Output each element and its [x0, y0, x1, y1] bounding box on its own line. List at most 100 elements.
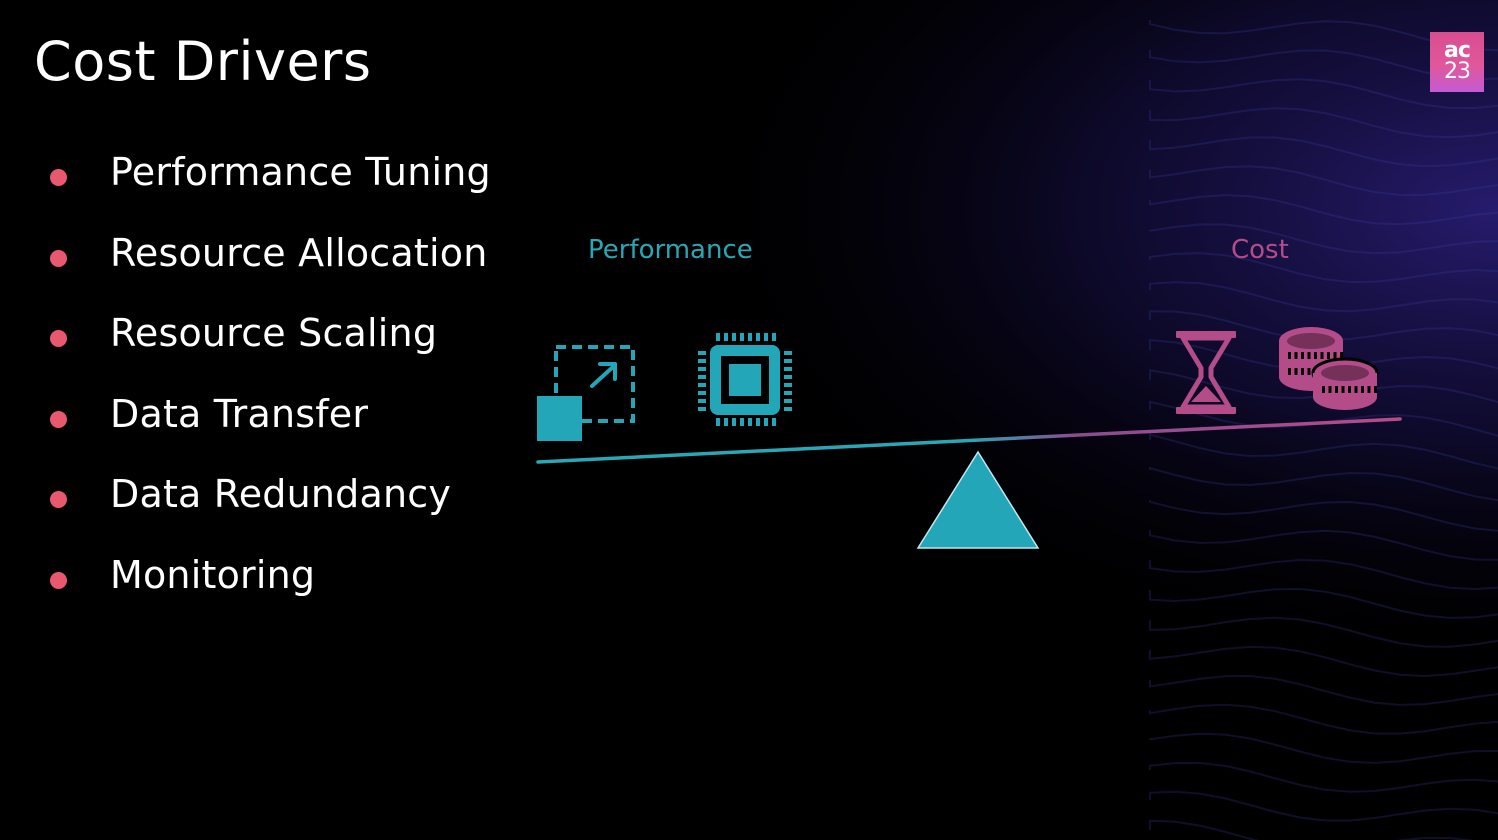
cpu-pin: [698, 351, 706, 355]
ac23-logo: ac 23: [1430, 32, 1484, 92]
coin-edge-tick: [1374, 386, 1377, 393]
cpu-pin: [698, 375, 706, 379]
background-wave-line: [1149, 529, 1498, 561]
slide-title: Cost Drivers: [34, 30, 372, 93]
cpu-pin: [732, 333, 736, 341]
coin-edge-tick: [1301, 368, 1304, 375]
cpu-pin: [698, 391, 706, 395]
coin-edge-tick: [1307, 368, 1311, 375]
cpu-pin: [698, 367, 706, 371]
background-wave-line: [1149, 107, 1498, 139]
cpu-pin: [724, 333, 728, 341]
cpu-pin: [716, 418, 720, 426]
background-wave-line: [1149, 252, 1498, 284]
cpu-pin: [784, 367, 792, 371]
cpu-pin: [748, 333, 752, 341]
bullet-dot-icon: [50, 410, 67, 428]
performance-label: Performance: [588, 235, 753, 265]
bullet-dot-icon: [50, 249, 67, 267]
bullet-text: Monitoring: [110, 552, 316, 597]
cpu-pin: [772, 418, 776, 426]
cpu-pin: [784, 391, 792, 395]
cpu-pin: [756, 418, 760, 426]
background-wave-line: [1149, 645, 1498, 678]
cpu-pin: [784, 359, 792, 363]
cpu-chip-icon: [698, 333, 792, 426]
background-wave-line: [1149, 732, 1498, 764]
coin-edge-tick: [1294, 368, 1298, 375]
background-wave-line: [1149, 223, 1498, 255]
coin-edge-tick: [1314, 352, 1317, 359]
coin-edge-tick: [1320, 352, 1324, 359]
background-wave-line: [1149, 558, 1498, 591]
cpu-pin: [740, 333, 744, 341]
background-wave-line: [1149, 616, 1498, 648]
background-wave-line: [1149, 194, 1498, 226]
coin-edge-tick: [1288, 368, 1291, 375]
background-wave-line: [1149, 165, 1498, 197]
coins-icon: [1279, 327, 1379, 410]
bullet-dot-icon: [50, 491, 67, 508]
cpu-pin: [784, 399, 792, 403]
cpu-pin: [740, 418, 744, 426]
cpu-pin: [764, 418, 768, 426]
coin-edge-tick: [1328, 386, 1332, 393]
triangle-fulcrum-icon: [916, 450, 1040, 549]
coin-edge-tick: [1341, 386, 1345, 393]
background-wave-line: [1149, 761, 1498, 793]
bullet-text: Data Transfer: [110, 391, 369, 436]
coin-edge-tick: [1340, 352, 1343, 359]
cpu-pin: [698, 383, 706, 387]
bullet-dot-icon: [50, 169, 67, 186]
cpu-pin: [756, 333, 760, 341]
bullet-dot-icon: [50, 571, 67, 589]
cpu-pin: [698, 407, 706, 411]
cost-label: Cost: [1231, 235, 1289, 265]
coin-edge-tick: [1294, 352, 1298, 359]
background-wave-line: [1149, 703, 1498, 735]
cpu-pin: [784, 375, 792, 379]
cpu-pin: [772, 333, 776, 341]
bullet-text: Resource Scaling: [110, 311, 438, 355]
coin-edge-tick: [1361, 386, 1364, 393]
coin-edge-tick: [1307, 352, 1311, 359]
scale-up-icon: [537, 345, 635, 441]
coin-edge-tick: [1322, 386, 1325, 393]
background-wave-line: [1149, 500, 1498, 532]
bullet-dot-icon: [50, 330, 67, 347]
cpu-pin: [748, 418, 752, 426]
cpu-pin: [784, 351, 792, 355]
balance-beam: [536, 417, 1402, 464]
background-wave-line: [1149, 819, 1475, 840]
cpu-pin: [784, 383, 792, 387]
logo-line-1: ac: [1444, 38, 1471, 63]
cpu-pin: [716, 333, 720, 341]
background-wave-line: [1149, 281, 1498, 313]
cpu-pin: [698, 399, 706, 403]
coin-edge-tick: [1288, 352, 1291, 359]
coin-edge-tick: [1348, 386, 1351, 393]
background-wave-line: [1149, 790, 1498, 822]
coin-edge-tick: [1301, 352, 1304, 359]
cpu-pin: [732, 418, 736, 426]
background-wave-line: [1149, 136, 1498, 168]
coin-edge-tick: [1367, 386, 1371, 393]
bullet-text: Performance Tuning: [110, 150, 491, 194]
background-wave-line: [1149, 78, 1498, 109]
background-wave-line: [1149, 587, 1498, 619]
cpu-pin: [698, 359, 706, 363]
cpu-pin: [724, 418, 728, 426]
bullet-text: Resource Allocation: [110, 230, 488, 275]
background-wave-line: [1149, 674, 1498, 706]
coin-edge-tick: [1354, 386, 1358, 393]
logo-line-2: 23: [1444, 59, 1471, 84]
coin-edge-tick: [1327, 352, 1330, 359]
cpu-pin: [784, 407, 792, 411]
hourglass-icon: [1176, 331, 1236, 414]
coin-edge-tick: [1333, 352, 1337, 359]
background-wave-line: [1149, 369, 1498, 404]
cpu-pin: [764, 333, 768, 341]
coin-edge-tick: [1335, 386, 1338, 393]
